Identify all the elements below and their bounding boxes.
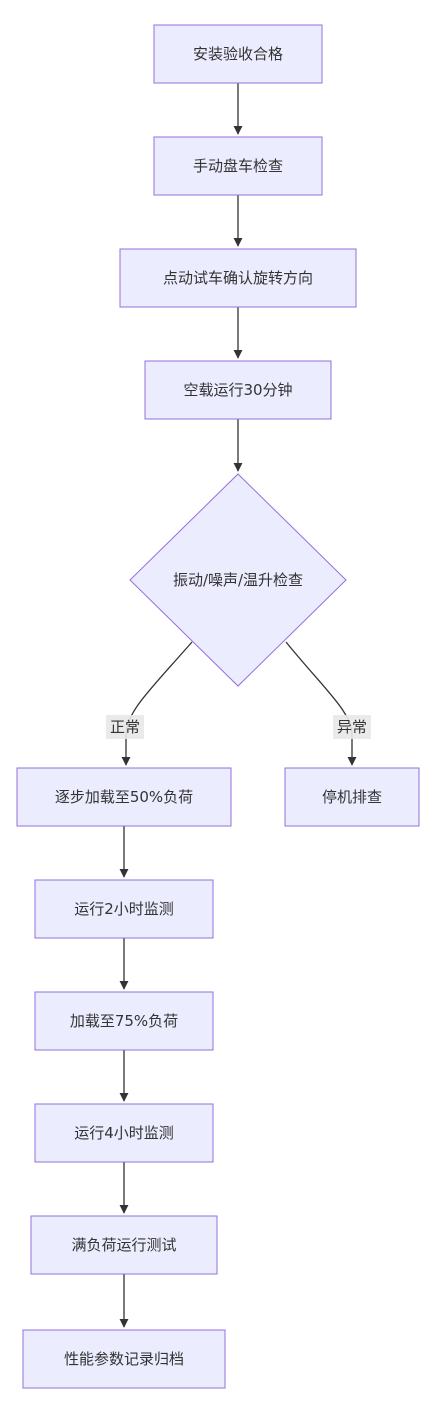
node-jog-test: 点动试车确认旋转方向 — [119, 248, 357, 308]
edge-decision-n5 — [121, 641, 193, 766]
edge-label-normal-text: 正常 — [110, 718, 140, 736]
edge-label-abnormal: 异常 — [333, 715, 371, 739]
node-record-archive: 性能参数记录归档 — [22, 1329, 226, 1389]
node-acceptance-label: 安装验收合格 — [193, 45, 283, 63]
node-load-75-label: 加载至75%负荷 — [70, 1012, 178, 1030]
node-shutdown: 停机排查 — [284, 767, 420, 827]
node-no-load-run-label: 空载运行30分钟 — [183, 381, 292, 399]
node-load-75: 加载至75%负荷 — [34, 991, 214, 1051]
node-decision-check-label: 振动/噪声/温升检查 — [173, 571, 303, 589]
node-shutdown-label: 停机排查 — [322, 788, 382, 806]
edge-label-abnormal-text: 异常 — [337, 718, 367, 736]
node-decision-check: 振动/噪声/温升检查 — [129, 473, 347, 687]
node-run-4h: 运行4小时监测 — [34, 1103, 214, 1163]
node-run-2h: 运行2小时监测 — [34, 879, 214, 939]
node-jog-test-label: 点动试车确认旋转方向 — [163, 269, 313, 287]
edge-decision-n6 — [285, 641, 357, 766]
node-manual-rotation-check: 手动盘车检查 — [153, 136, 323, 196]
node-full-load-test: 满负荷运行测试 — [30, 1215, 218, 1275]
node-load-50: 逐步加载至50%负荷 — [16, 767, 232, 827]
node-record-archive-label: 性能参数记录归档 — [64, 1350, 184, 1368]
node-run-2h-label: 运行2小时监测 — [74, 900, 174, 918]
node-acceptance: 安装验收合格 — [153, 24, 323, 84]
node-full-load-test-label: 满负荷运行测试 — [71, 1236, 176, 1254]
node-no-load-run: 空载运行30分钟 — [144, 360, 332, 420]
edge-label-normal: 正常 — [106, 715, 144, 739]
node-manual-rotation-check-label: 手动盘车检查 — [193, 157, 283, 175]
node-load-50-label: 逐步加载至50%负荷 — [55, 788, 193, 806]
node-run-4h-label: 运行4小时监测 — [74, 1124, 174, 1142]
